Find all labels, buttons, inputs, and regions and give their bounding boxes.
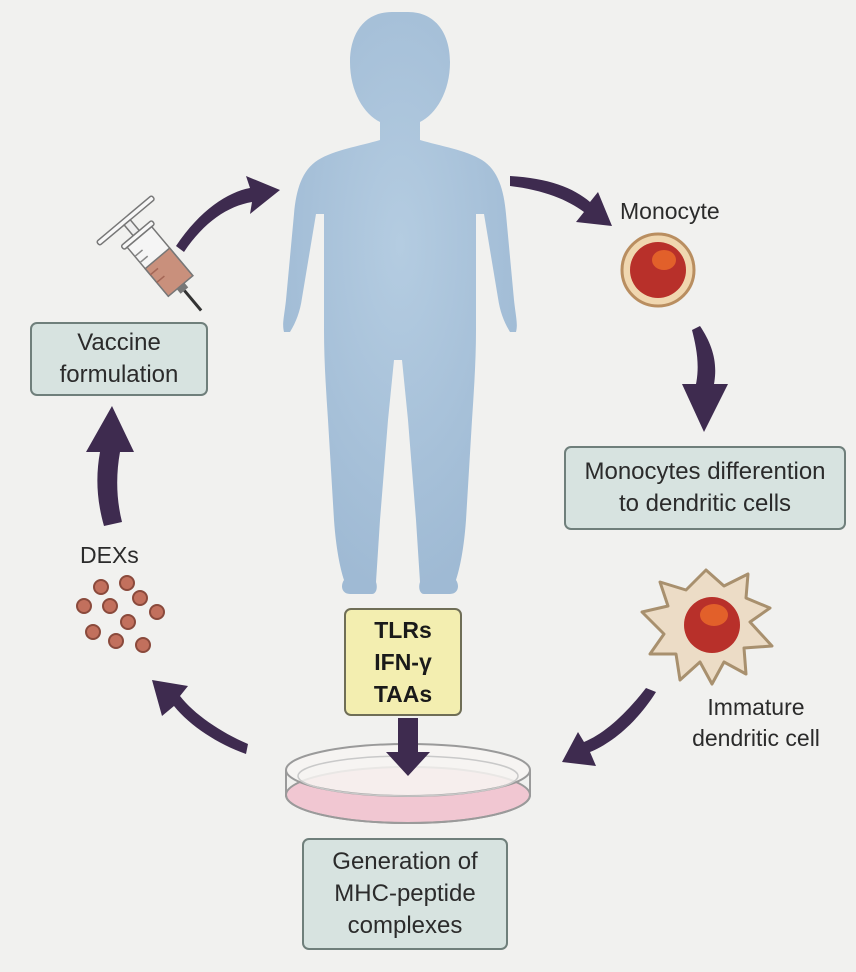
box-line: Monocytes differention bbox=[584, 458, 826, 485]
generation-box: Generation of MHC-peptide complexes bbox=[302, 838, 508, 950]
exosome-icon bbox=[119, 575, 135, 591]
box-line: MHC-peptide bbox=[334, 880, 476, 907]
label-line: dendritic cell bbox=[692, 725, 820, 751]
exosome-icon bbox=[132, 590, 148, 606]
arrow-icon bbox=[176, 176, 280, 252]
monocyte-cell-icon bbox=[620, 232, 696, 308]
exosome-icon bbox=[85, 624, 101, 640]
arrow-icon bbox=[386, 718, 430, 776]
exosome-icon bbox=[135, 637, 151, 653]
arrow-icon bbox=[682, 326, 728, 432]
vaccine-formulation-box: Vaccine formulation bbox=[30, 322, 208, 396]
arrow-icon bbox=[152, 680, 248, 754]
box-line: complexes bbox=[347, 912, 463, 939]
stimulus-label: TLRs bbox=[374, 617, 432, 643]
dexs-label: DEXs bbox=[80, 542, 139, 568]
box-line: Vaccine bbox=[77, 329, 161, 356]
exosome-icon bbox=[76, 598, 92, 614]
exosome-icon bbox=[149, 604, 165, 620]
box-line: to dendritic cells bbox=[618, 490, 792, 517]
monocytes-differentiation-box: Monocytes differention to dendritic cell… bbox=[564, 446, 846, 530]
human-body-icon bbox=[283, 12, 517, 594]
exosome-icon bbox=[102, 598, 118, 614]
exosome-cluster-icon bbox=[76, 575, 165, 653]
exosome-icon bbox=[120, 614, 136, 630]
monocyte-label: Monocyte bbox=[620, 198, 720, 224]
dendritic-cell-icon bbox=[640, 568, 774, 686]
exosome-icon bbox=[93, 579, 109, 595]
box-line: Generation of bbox=[332, 848, 478, 875]
stimulus-label: TAAs bbox=[373, 681, 433, 707]
stimulus-label: IFN-γ bbox=[374, 649, 432, 675]
exosome-icon bbox=[108, 633, 124, 649]
stimuli-box: TLRs IFN-γ TAAs bbox=[344, 608, 462, 716]
label-line: Immature bbox=[707, 694, 805, 720]
immature-dendritic-cell-label: Immature dendritic cell bbox=[668, 692, 844, 754]
arrow-icon bbox=[86, 406, 134, 526]
arrow-icon bbox=[510, 176, 612, 226]
box-line: formulation bbox=[59, 361, 179, 388]
syringe-icon bbox=[96, 195, 203, 312]
arrow-icon bbox=[562, 688, 656, 766]
